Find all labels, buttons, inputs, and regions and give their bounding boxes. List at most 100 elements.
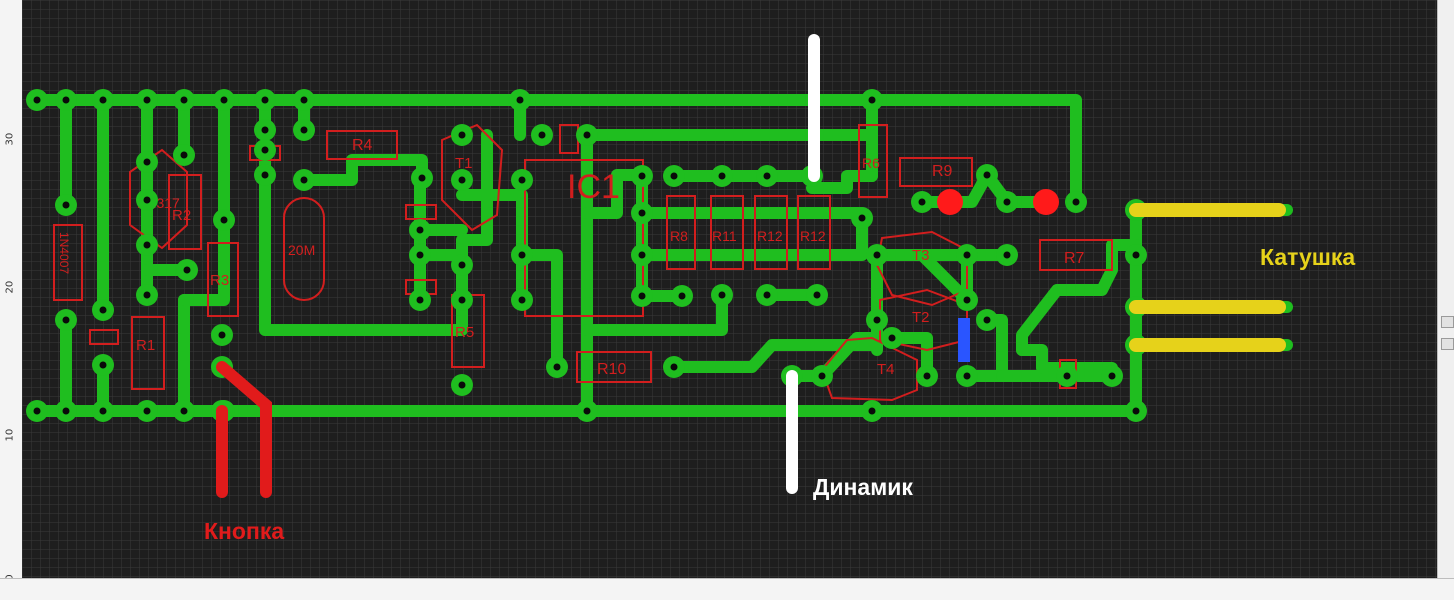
pad-hole — [99, 306, 107, 314]
pad-hole — [458, 131, 466, 139]
panel-toggle-icon[interactable] — [1441, 316, 1454, 328]
pad-hole — [858, 214, 866, 222]
label-r7: R7 — [1064, 250, 1085, 267]
pad-hole — [180, 96, 188, 104]
label-t3: T3 — [912, 247, 930, 264]
label-t4: T4 — [877, 361, 895, 378]
pad-hole — [638, 209, 646, 217]
pad-hole — [868, 96, 876, 104]
label-r12: R12 — [757, 228, 783, 244]
pad-hole — [583, 407, 591, 415]
pad-hole — [963, 251, 971, 259]
pad-hole — [261, 96, 269, 104]
pad-hole — [923, 372, 931, 380]
pad-hole — [963, 372, 971, 380]
pad-hole — [983, 316, 991, 324]
pad-hole — [300, 176, 308, 184]
button-wire-right — [216, 361, 272, 498]
pad-hole — [1072, 198, 1080, 206]
pad-hole — [873, 316, 881, 324]
pad-hole — [143, 196, 151, 204]
pad-hole — [99, 361, 107, 369]
label-r12b: R12 — [800, 228, 826, 244]
pad-hole — [300, 96, 308, 104]
label-t2: T2 — [912, 309, 930, 326]
panel-button-icon[interactable] — [1441, 338, 1454, 350]
pad-hole — [418, 174, 426, 182]
pad-hole — [458, 176, 466, 184]
label-20m: 20M — [288, 242, 315, 258]
pad-hole — [62, 201, 70, 209]
pad-hole — [1132, 407, 1140, 415]
special-pads — [937, 189, 1059, 362]
pad-hole — [1003, 251, 1011, 259]
pad-hole — [180, 407, 188, 415]
pad-hole — [918, 198, 926, 206]
pad-hole — [143, 96, 151, 104]
pad-hole — [261, 126, 269, 134]
vertical-ruler: 30 20 10 0 — [0, 0, 23, 581]
pad-hole — [99, 96, 107, 104]
pad-hole — [638, 172, 646, 180]
label-diode: 1N4007 — [57, 232, 71, 274]
red-pad-1 — [937, 189, 963, 215]
label-ic1: IC1 — [567, 168, 620, 206]
pad-hole — [1108, 372, 1116, 380]
pad-hole — [888, 334, 896, 342]
pcb-canvas[interactable]: IC1 R1 R2 R3 R4 R5 R6 R7 R8 R9 R10 R11 R… — [22, 0, 1437, 578]
pad-hole — [33, 96, 41, 104]
pad-hole — [183, 266, 191, 274]
pad-hole — [1003, 198, 1011, 206]
ruler-mark-20: 20 — [4, 280, 16, 294]
label-r2: R2 — [172, 207, 191, 224]
pad-hole — [516, 96, 524, 104]
pad-hole — [416, 226, 424, 234]
pad-hole — [718, 291, 726, 299]
pad-hole — [583, 131, 591, 139]
pad-hole — [143, 291, 151, 299]
pad-hole — [62, 96, 70, 104]
pad-hole — [261, 171, 269, 179]
pad-hole — [143, 407, 151, 415]
pad-hole — [813, 291, 821, 299]
label-r10: R10 — [597, 361, 626, 378]
label-r9: R9 — [932, 163, 953, 180]
horizontal-ruler — [0, 578, 1454, 600]
pad-hole — [518, 176, 526, 184]
label-r1: R1 — [136, 337, 155, 354]
pad-hole — [518, 251, 526, 259]
pad-hole — [670, 172, 678, 180]
red-pad-2 — [1033, 189, 1059, 215]
coil-label: Катушка — [1260, 244, 1355, 270]
pads — [26, 89, 1147, 422]
pad-hole — [220, 96, 228, 104]
label-r5: R5 — [455, 324, 474, 341]
pad-hole — [99, 407, 107, 415]
ruler-mark-10: 10 — [4, 428, 16, 442]
label-r8: R8 — [670, 228, 688, 244]
silkscreen-outlines — [53, 123, 1113, 402]
pad-hole — [670, 363, 678, 371]
pad-hole — [553, 363, 561, 371]
pad-hole — [818, 372, 826, 380]
pad-hole — [873, 251, 881, 259]
wire-labels: Катушка Динамик Кнопка — [204, 244, 1355, 544]
label-r6: R6 — [862, 155, 880, 171]
pad-hole — [868, 407, 876, 415]
pad-hole — [763, 291, 771, 299]
speaker-label: Динамик — [813, 474, 913, 500]
label-r11: R11 — [712, 228, 737, 244]
pad-hole — [218, 331, 226, 339]
button-label: Кнопка — [204, 518, 284, 544]
pad-hole — [963, 296, 971, 304]
label-r3: R3 — [210, 272, 229, 289]
pad-hole — [718, 172, 726, 180]
pad-hole — [180, 151, 188, 159]
pad-hole — [1132, 251, 1140, 259]
pad-hole — [300, 126, 308, 134]
pad-hole — [458, 261, 466, 269]
blue-via — [958, 318, 970, 362]
pad-hole — [538, 131, 546, 139]
pad-hole — [638, 251, 646, 259]
